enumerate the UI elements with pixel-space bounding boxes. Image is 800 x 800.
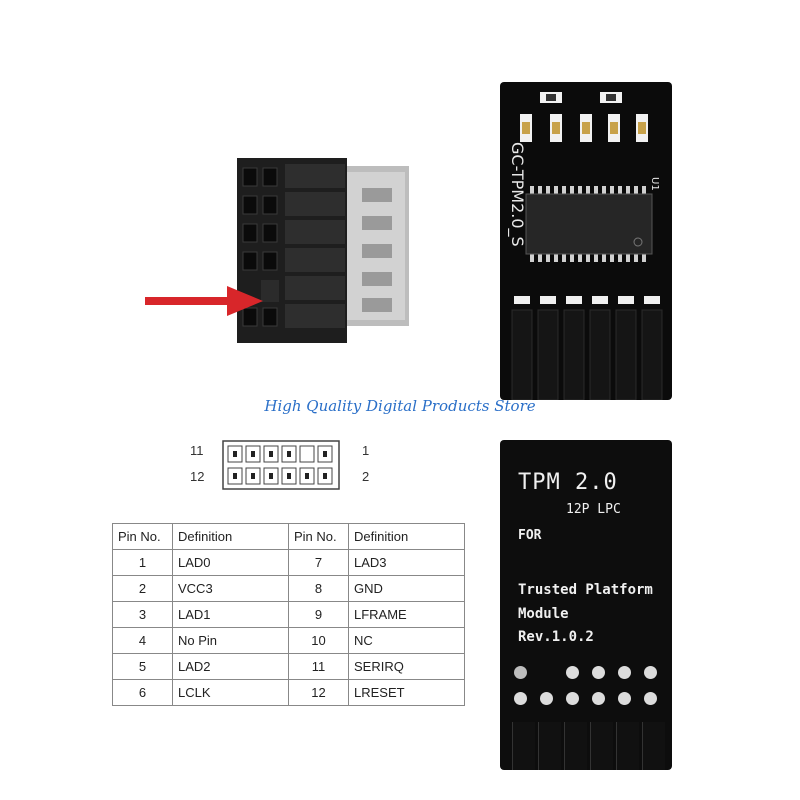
table-cell: LCLK [172, 679, 289, 706]
table-header-row: Pin No. Definition Pin No. Definition [112, 523, 465, 550]
pin-header-connector [237, 158, 409, 343]
tpm-line1: Trusted Platform [518, 582, 653, 598]
header-pins-icon [222, 440, 340, 490]
table-cell: 12 [288, 679, 349, 706]
tpm-board-top: GC-TPM2.0_S U1 [500, 82, 672, 400]
table-cell: 9 [288, 601, 349, 628]
pin-definition-table: Pin No. Definition Pin No. Definition 1 … [112, 523, 465, 706]
table-cell: LFRAME [348, 601, 465, 628]
tpm-line2: Module [518, 606, 569, 622]
tpm-for-label: FOR [518, 528, 542, 543]
table-cell: 7 [288, 549, 349, 576]
table-cell: 8 [288, 575, 349, 602]
table-cell: 3 [112, 601, 173, 628]
table-cell: NC [348, 627, 465, 654]
table-cell: 2 [112, 575, 173, 602]
table-cell: GND [348, 575, 465, 602]
table-cell: 6 [112, 679, 173, 706]
pin-label-11: 11 [190, 443, 204, 458]
table-row: 3 LAD1 9 LFRAME [112, 601, 465, 628]
table-cell: 1 [112, 549, 173, 576]
pin-label-2: 2 [362, 469, 370, 484]
tpm-subtitle: 12P LPC [566, 502, 621, 517]
table-cell: VCC3 [172, 575, 289, 602]
table-cell: LAD0 [172, 549, 289, 576]
table-cell: 10 [288, 627, 349, 654]
table-row: 2 VCC3 8 GND [112, 575, 465, 602]
table-header: Pin No. [288, 523, 349, 550]
table-header: Pin No. [112, 523, 173, 550]
table-row: 4 No Pin 10 NC [112, 627, 465, 654]
tpm-title: TPM 2.0 [518, 470, 618, 495]
table-header: Definition [348, 523, 465, 550]
tpm-line3: Rev.1.0.2 [518, 629, 594, 645]
table-header: Definition [172, 523, 289, 550]
arrow-icon [145, 286, 263, 316]
pin-label-12: 12 [190, 469, 205, 484]
table-cell: LAD1 [172, 601, 289, 628]
store-watermark: High Quality Digital Products Store [264, 397, 536, 415]
table-row: 1 LAD0 7 LAD3 [112, 549, 465, 576]
table-cell: 4 [112, 627, 173, 654]
table-cell: 5 [112, 653, 173, 680]
table-cell: LRESET [348, 679, 465, 706]
table-cell: No Pin [172, 627, 289, 654]
table-row: 6 LCLK 12 LRESET [112, 679, 465, 706]
pin-label-1: 1 [362, 443, 370, 458]
board-model-label: GC-TPM2.0_S [507, 142, 527, 247]
table-cell: LAD3 [348, 549, 465, 576]
tpm-board-bottom: TPM 2.0 12P LPC FOR Trusted Platform Mod… [500, 440, 672, 770]
table-cell: SERIRQ [348, 653, 465, 680]
table-cell: LAD2 [172, 653, 289, 680]
pin-header-diagram: 11 12 1 2 [190, 440, 375, 490]
svg-text:U1: U1 [649, 177, 660, 191]
table-row: 5 LAD2 11 SERIRQ [112, 653, 465, 680]
table-cell: 11 [288, 653, 349, 680]
